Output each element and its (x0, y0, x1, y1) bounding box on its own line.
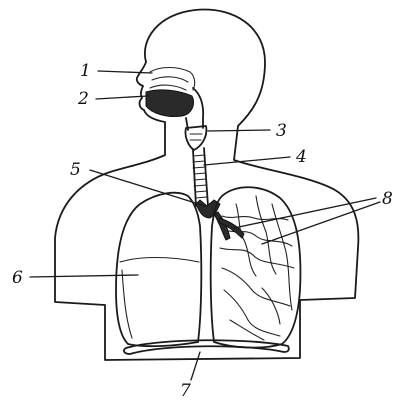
lung-right-side (211, 187, 301, 347)
label-7: 7 (180, 381, 191, 401)
oral-cavity (146, 90, 194, 117)
label-8: 8 (382, 189, 393, 209)
label-3: 3 (276, 121, 287, 141)
lung-left-side (116, 193, 201, 346)
leader-lines (30, 71, 380, 380)
label-1: 1 (80, 61, 91, 81)
label-6: 6 (12, 268, 23, 288)
label-4: 4 (295, 147, 307, 167)
label-2: 2 (77, 89, 89, 109)
label-5: 5 (70, 160, 81, 180)
nasal-cavity (150, 68, 195, 91)
